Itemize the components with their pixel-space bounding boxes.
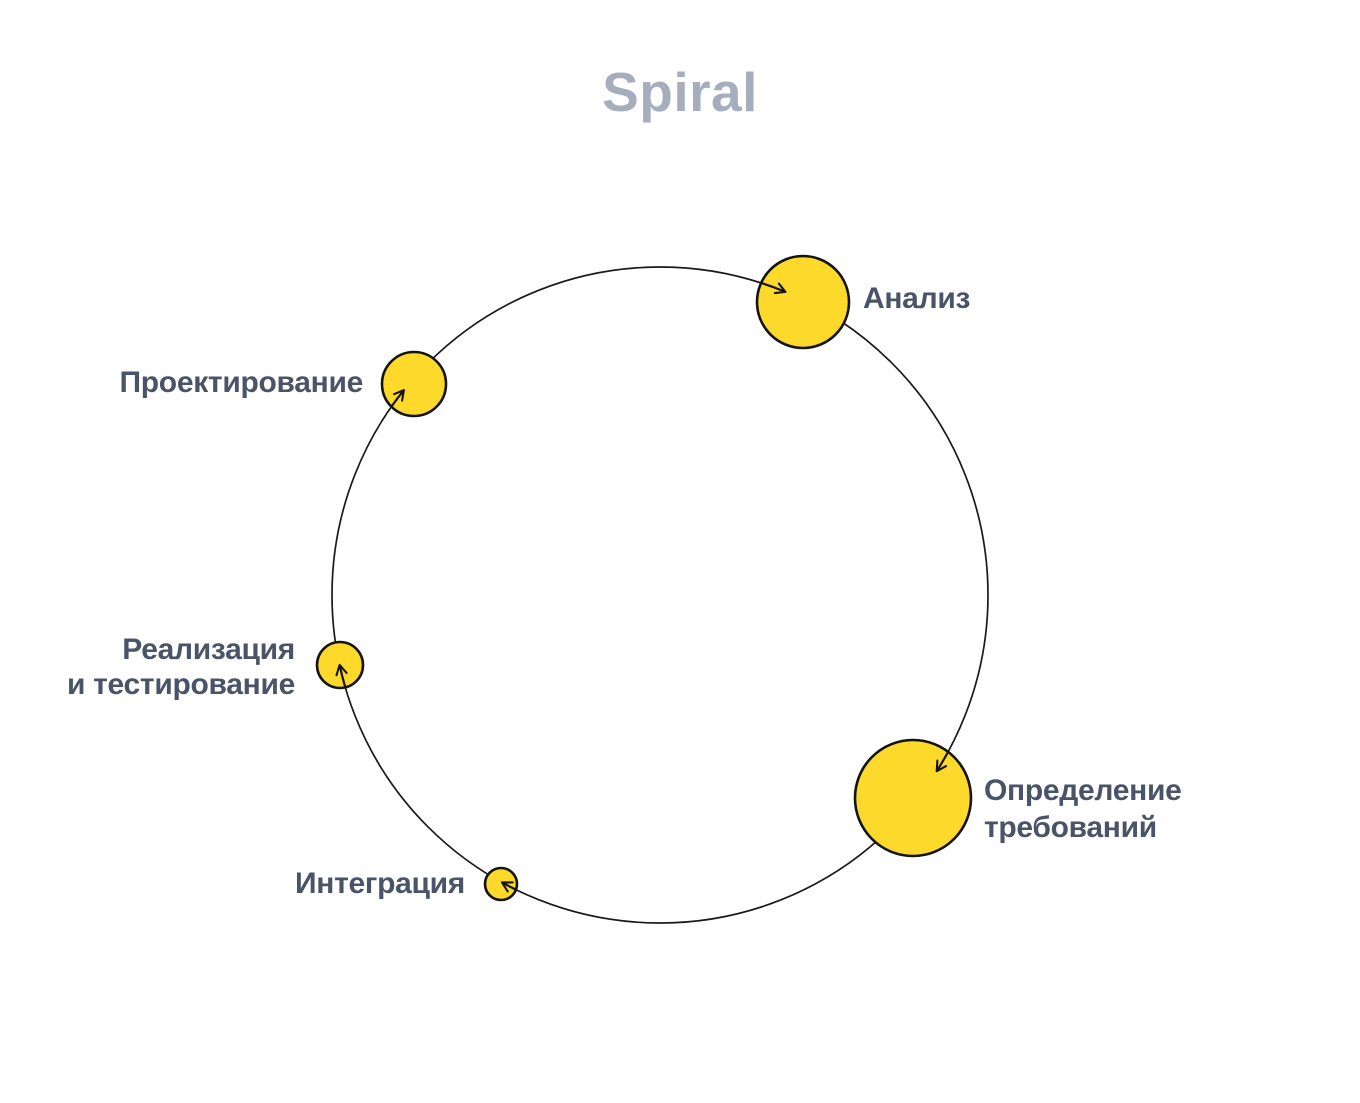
stage-node-requirements [853, 738, 973, 858]
diagram-title: Spiral [602, 61, 758, 123]
stage-label-line: и тестирование [66, 668, 295, 701]
stage-node-integration [483, 866, 519, 902]
stage-label-analysis: Анализ [863, 281, 970, 317]
stage-label-requirements: Определение требований [984, 772, 1182, 846]
stage-label-line: Определение [984, 774, 1182, 807]
stage-label-integration: Интеграция [295, 866, 465, 902]
stage-node-analysis [755, 254, 851, 350]
cycle-circle [331, 266, 989, 924]
stage-label-line: Реализация [122, 633, 295, 666]
flow-arrow-to-integration-icon [500, 881, 517, 893]
flow-arrow-to-implementation-icon [335, 663, 348, 688]
stage-label-implementation: Реализация и тестирование [67, 632, 295, 702]
stage-label-design: Проектирование [119, 365, 364, 401]
flow-arrow-to-requirements-icon [935, 751, 950, 773]
stage-label-line: Интеграция [295, 867, 465, 900]
stage-label-line: требований [984, 811, 1157, 844]
flow-arrow-to-design-icon [390, 389, 405, 408]
stage-label-line: Анализ [863, 282, 971, 315]
flow-arrow-to-analysis-icon [759, 281, 787, 295]
stage-label-line: Проектирование [119, 366, 364, 399]
